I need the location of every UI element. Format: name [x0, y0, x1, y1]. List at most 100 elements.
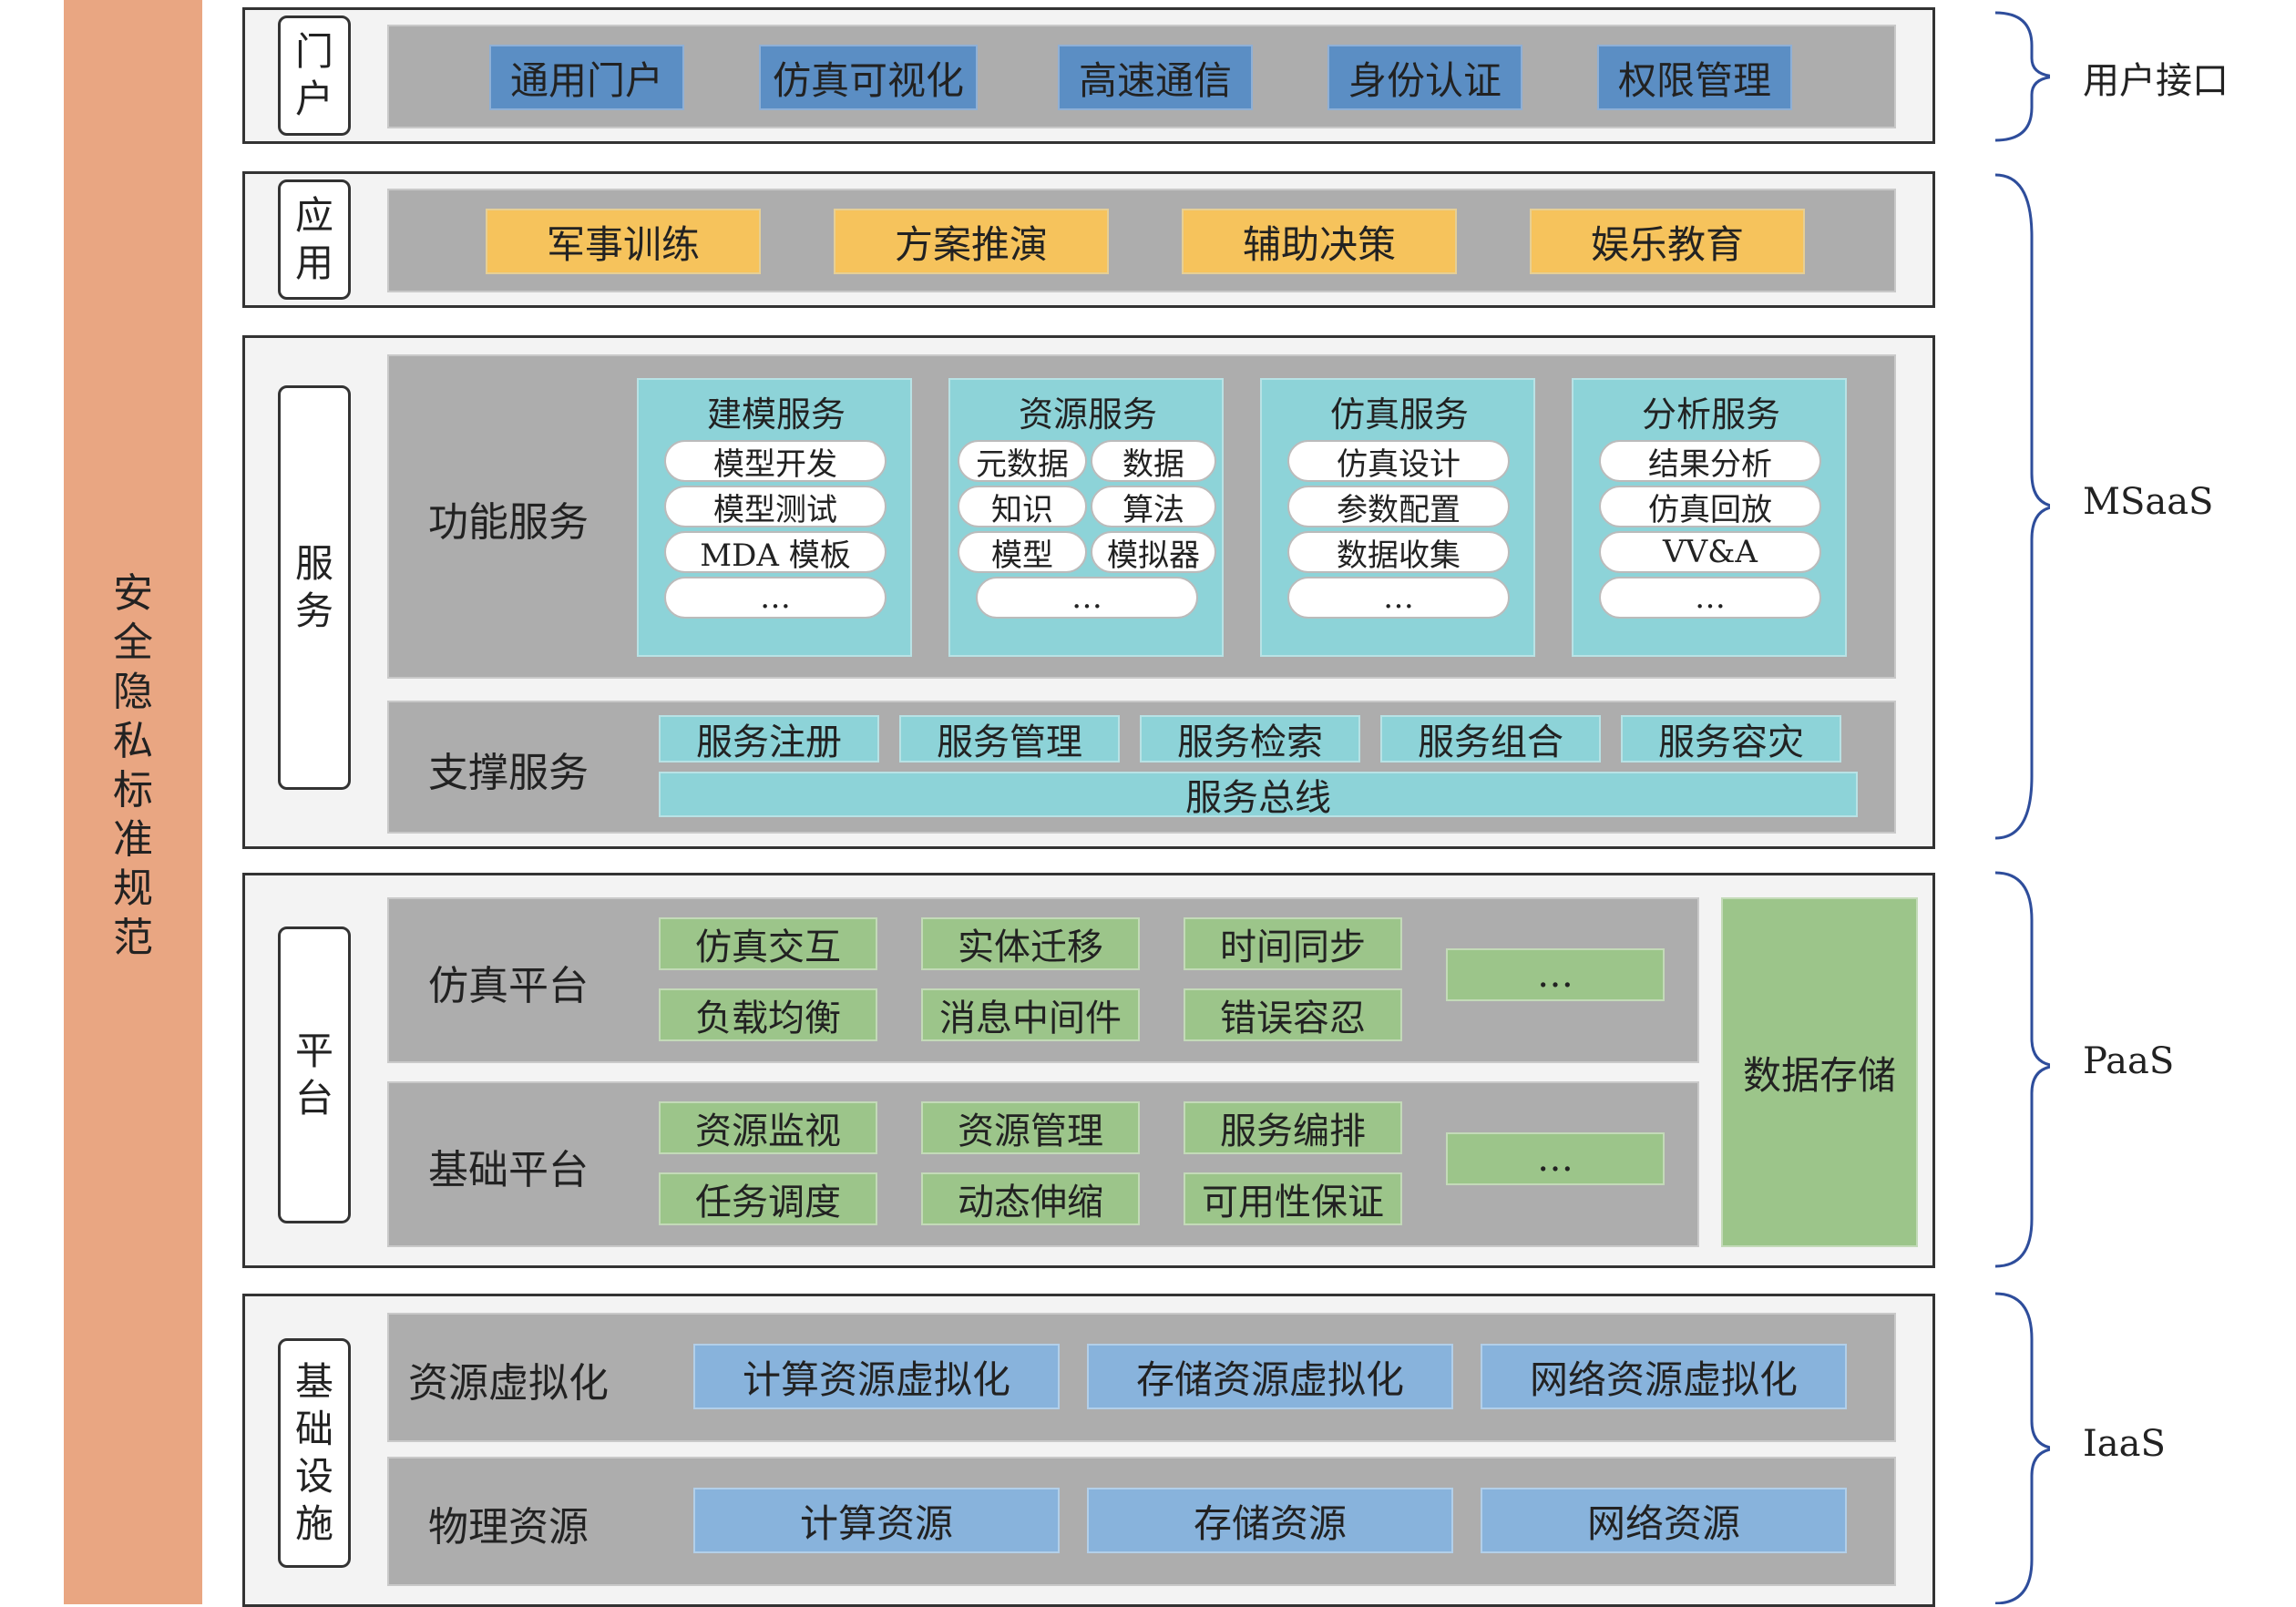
- card-pill: 仿真设计: [1287, 440, 1510, 483]
- card-pill: …: [976, 577, 1198, 619]
- infra-item: 存储资源: [1087, 1488, 1453, 1553]
- card-pill: …: [664, 577, 887, 619]
- simulation-platform-panel: 仿真平台 仿真交互 实体迁移 时间同步 负载均衡 消息中间件 错误容忍 …: [387, 897, 1699, 1063]
- card-pill: 元数据: [958, 440, 1087, 483]
- portal-panel: 通用门户 仿真可视化 高速通信 身份认证 权限管理: [387, 25, 1896, 128]
- security-char: 规: [113, 865, 153, 912]
- card-pill: 算法: [1091, 486, 1216, 528]
- card-pill: 结果分析: [1599, 440, 1821, 483]
- card-title: 分析服务: [1641, 394, 1780, 435]
- security-char: 全: [113, 619, 153, 666]
- label-char: 用: [294, 241, 333, 285]
- security-char: 私: [113, 717, 153, 764]
- label-char: 基: [294, 1359, 333, 1404]
- base-platform-title: 基础平台: [428, 1147, 589, 1193]
- platform-layer-label: 平台: [278, 926, 351, 1223]
- service-layer-label: 服务: [278, 385, 351, 790]
- modeling-service-card: 建模服务 模型开发 模型测试 MDA 模板 …: [637, 378, 912, 657]
- base-platform-panel: 基础平台 资源监视 资源管理 服务编排 任务调度 动态伸缩 可用性保证 …: [387, 1081, 1699, 1247]
- platform-item: 仿真交互: [659, 917, 877, 970]
- platform-more: …: [1446, 1132, 1665, 1185]
- brace-paas: [1994, 871, 2050, 1268]
- platform-item: 错误容忍: [1184, 988, 1402, 1041]
- card-pill: 数据收集: [1287, 531, 1510, 574]
- data-storage: 数据存储: [1721, 897, 1918, 1247]
- card-pill: 模型测试: [664, 486, 887, 528]
- application-panel: 军事训练 方案推演 辅助决策 娱乐教育: [387, 189, 1896, 292]
- label-char: 务: [294, 589, 333, 633]
- card-title: 建模服务: [706, 394, 846, 435]
- brace-label-iaas: IaaS: [2083, 1423, 2166, 1465]
- brace-user-interface: [1994, 11, 2050, 142]
- infrastructure-layer-label: 基础设施: [278, 1338, 351, 1568]
- resource-service-card: 资源服务 元数据 数据 知识 算法 模型 模拟器 …: [948, 378, 1224, 657]
- card-pill: MDA 模板: [664, 531, 887, 574]
- platform-item: 可用性保证: [1184, 1172, 1402, 1225]
- infra-item: 计算资源虚拟化: [693, 1344, 1060, 1409]
- application-layer: 应用 军事训练 方案推演 辅助决策 娱乐教育: [242, 171, 1935, 308]
- physical-resource-title: 物理资源: [428, 1504, 589, 1551]
- platform-layer: 平台 仿真平台 仿真交互 实体迁移 时间同步 负载均衡 消息中间件 错误容忍 ……: [242, 873, 1935, 1268]
- application-item: 军事训练: [486, 209, 761, 274]
- support-item: 服务检索: [1140, 715, 1360, 763]
- platform-item: 消息中间件: [921, 988, 1140, 1041]
- security-char: 安: [113, 569, 153, 617]
- infra-item: 存储资源虚拟化: [1087, 1344, 1453, 1409]
- support-services-title: 支撑服务: [428, 750, 589, 796]
- label-char: 台: [294, 1076, 333, 1121]
- security-privacy-bar: 安 全 隐 私 标 准 规 范: [64, 0, 202, 1604]
- service-layer: 服务 功能服务 建模服务 模型开发 模型测试 MDA 模板 … 资源服务 元数据…: [242, 335, 1935, 849]
- card-pill: 模拟器: [1091, 531, 1216, 574]
- label-char: 施: [294, 1501, 333, 1546]
- portal-item: 通用门户: [489, 45, 684, 110]
- portal-item: 身份认证: [1327, 45, 1522, 110]
- analysis-service-card: 分析服务 结果分析 仿真回放 VV&A …: [1572, 378, 1847, 657]
- infrastructure-layer: 基础设施 资源虚拟化 计算资源虚拟化 存储资源虚拟化 网络资源虚拟化 物理资源 …: [242, 1294, 1935, 1607]
- brace-label-msaas: MSaaS: [2083, 481, 2214, 523]
- portal-layer-label: 门户: [278, 15, 351, 136]
- platform-item: 资源监视: [659, 1101, 877, 1154]
- platform-item: 任务调度: [659, 1172, 877, 1225]
- brace-label-user-interface: 用户接口: [2083, 60, 2229, 102]
- card-pill: 数据: [1091, 440, 1216, 483]
- support-item: 服务注册: [659, 715, 879, 763]
- simulation-platform-title: 仿真平台: [428, 963, 589, 1009]
- card-pill: 仿真回放: [1599, 486, 1821, 528]
- label-char: 础: [294, 1407, 333, 1451]
- portal-item: 仿真可视化: [759, 45, 978, 110]
- security-char: 准: [113, 815, 153, 863]
- application-item: 方案推演: [834, 209, 1109, 274]
- physical-resource-panel: 物理资源 计算资源 存储资源 网络资源: [387, 1457, 1896, 1586]
- card-pill: …: [1599, 577, 1821, 619]
- label-char: 应: [294, 193, 333, 238]
- brace-msaas: [1994, 173, 2050, 840]
- platform-item: 动态伸缩: [921, 1172, 1140, 1225]
- support-services-panel: 支撑服务 服务注册 服务管理 服务检索 服务组合 服务容灾 服务总线: [387, 701, 1896, 834]
- portal-item: 高速通信: [1058, 45, 1253, 110]
- portal-item: 权限管理: [1597, 45, 1792, 110]
- security-char: 隐: [113, 668, 153, 715]
- label-char: 门: [294, 29, 333, 74]
- platform-item: 时间同步: [1184, 917, 1402, 970]
- label-char: 设: [294, 1454, 333, 1499]
- brace-label-paas: PaaS: [2083, 1040, 2175, 1082]
- card-title: 仿真服务: [1329, 394, 1469, 435]
- application-item: 辅助决策: [1182, 209, 1457, 274]
- card-pill: 模型开发: [664, 440, 887, 483]
- security-char: 标: [113, 766, 153, 814]
- platform-item: 资源管理: [921, 1101, 1140, 1154]
- platform-item: 实体迁移: [921, 917, 1140, 970]
- application-layer-label: 应用: [278, 179, 351, 300]
- label-char: 服: [294, 541, 333, 586]
- brace-iaas: [1994, 1292, 2050, 1604]
- service-bus: 服务总线: [659, 772, 1858, 819]
- infra-item: 网络资源虚拟化: [1481, 1344, 1847, 1409]
- platform-more: …: [1446, 948, 1665, 1001]
- card-pill: VV&A: [1599, 531, 1821, 573]
- security-char: 范: [113, 914, 153, 961]
- application-item: 娱乐教育: [1530, 209, 1805, 274]
- resource-virtualization-title: 资源虚拟化: [408, 1360, 609, 1407]
- resource-virtualization-panel: 资源虚拟化 计算资源虚拟化 存储资源虚拟化 网络资源虚拟化: [387, 1313, 1896, 1442]
- label-char: 户: [294, 77, 333, 121]
- infra-item: 计算资源: [693, 1488, 1060, 1553]
